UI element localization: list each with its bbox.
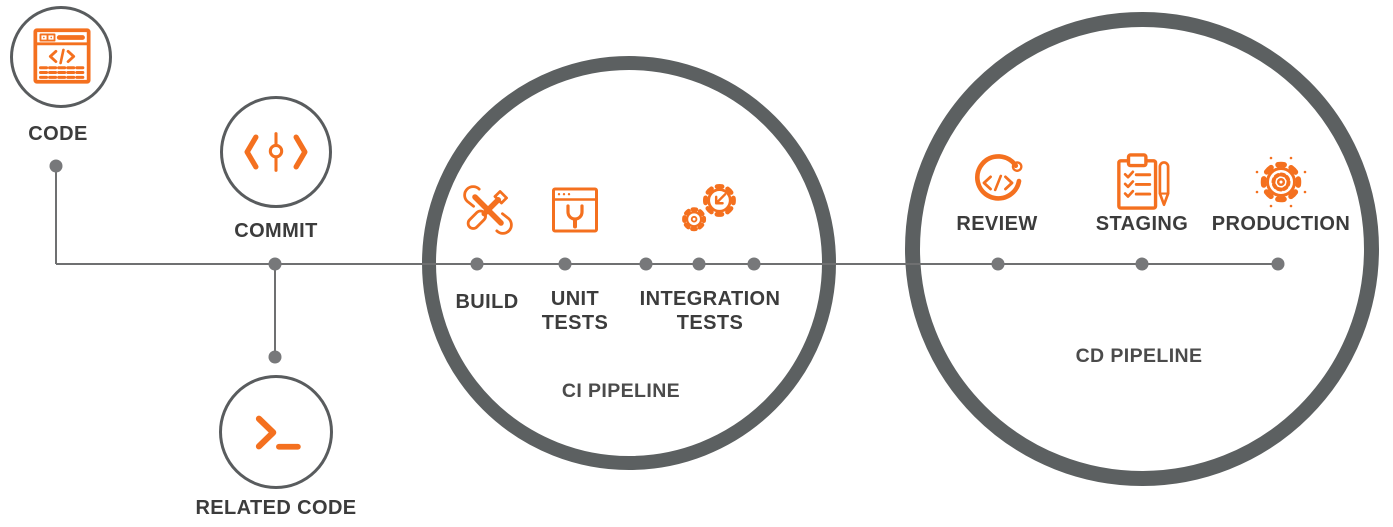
review-label: REVIEW — [956, 213, 1038, 235]
staging-label: STAGING — [1095, 213, 1189, 235]
timeline-line — [56, 263, 1278, 265]
timeline-dot-production — [1271, 257, 1285, 271]
code-review-icon — [970, 154, 1026, 210]
unit-tests-label: UNIT TESTS — [541, 288, 609, 334]
code-circle — [10, 6, 112, 108]
related-code-connector-line — [274, 264, 276, 357]
code-window-icon — [32, 27, 92, 85]
timeline-dot-integration-2 — [692, 257, 706, 271]
timeline-dot-integration-1 — [639, 257, 653, 271]
related-code-label: RELATED CODE — [195, 497, 357, 519]
related-code-circle — [219, 375, 333, 489]
timeline-dot-code — [49, 159, 63, 173]
code-connector-line — [55, 170, 57, 264]
unit-tests-browser-wrench-icon — [551, 184, 599, 236]
production-label: PRODUCTION — [1211, 213, 1351, 235]
timeline-dot-build — [470, 257, 484, 271]
git-commit-icon — [240, 131, 312, 173]
terminal-icon — [252, 414, 302, 452]
timeline-dot-commit — [268, 257, 282, 271]
production-gear-icon — [1252, 153, 1310, 211]
timeline-dot-integration-3 — [747, 257, 761, 271]
cd-pipeline-circle — [905, 12, 1379, 486]
build-label: BUILD — [455, 291, 519, 313]
timeline-dot-unit-tests — [558, 257, 572, 271]
timeline-dot-related-code — [268, 350, 282, 364]
integration-tests-gears-icon — [680, 179, 742, 235]
code-label: CODE — [28, 123, 88, 145]
cd-pipeline-label: CD PIPELINE — [1075, 345, 1203, 367]
ci-pipeline-label: CI PIPELINE — [561, 380, 681, 402]
timeline-dot-staging — [1135, 257, 1149, 271]
timeline-dot-review — [991, 257, 1005, 271]
commit-circle — [220, 96, 332, 208]
integration-tests-label: INTEGRATION TESTS — [639, 288, 781, 334]
build-tools-icon — [462, 184, 514, 236]
commit-label: COMMIT — [234, 220, 318, 242]
staging-checklist-icon — [1115, 152, 1171, 212]
